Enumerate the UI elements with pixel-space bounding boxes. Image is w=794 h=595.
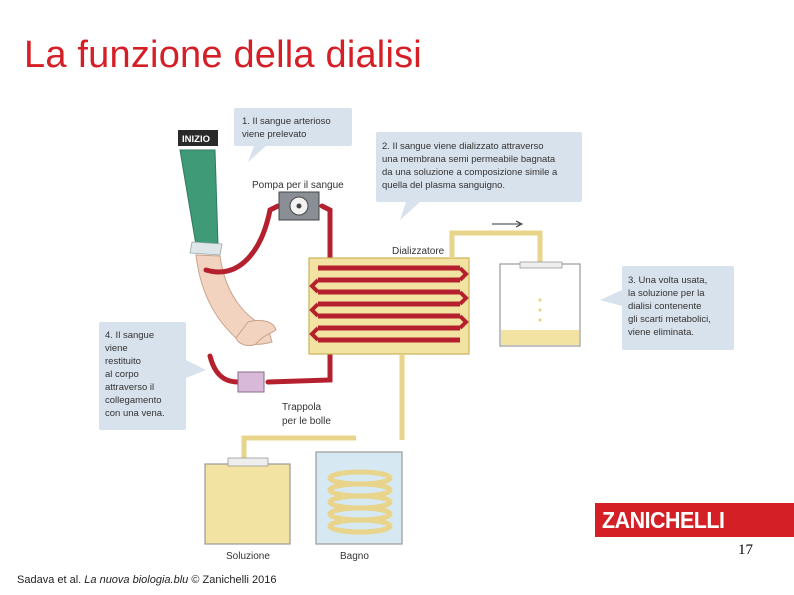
step-3-line-2: la soluzione per la <box>628 288 705 299</box>
step-4-line-7: con una vena. <box>105 408 165 419</box>
credit-book-title: La nuova biologia.blu <box>84 574 189 586</box>
callout-step-1: 1. Il sangue arterioso viene prelevato <box>234 108 352 162</box>
step-2-line-4: quella del plasma sanguigno. <box>382 180 505 191</box>
step-4-line-6: collegamento <box>105 395 162 406</box>
step-1-line-1: 1. Il sangue arterioso <box>242 116 331 127</box>
blood-pump <box>278 191 320 221</box>
step-3-line-5: viene eliminata. <box>628 327 694 338</box>
solution-label: Soluzione <box>226 551 270 562</box>
credit-authors: Sadava et al. <box>17 574 85 586</box>
step-3-line-3: dialisi contenente <box>628 301 701 312</box>
source-credit: Sadava et al. La nuova biologia.blu © Za… <box>17 574 276 586</box>
logo-text: ZANICHELLI <box>602 507 725 533</box>
bath-label: Bagno <box>340 551 369 562</box>
step-2-line-2: una membrana semi permeabile bagnata <box>382 154 556 165</box>
bath-container <box>315 451 403 545</box>
step-4-line-5: attraverso il <box>105 382 154 393</box>
dialyzer <box>308 257 470 355</box>
slide-title: La funzione della dialisi <box>24 34 422 76</box>
step-3-line-1: 3. Una volta usata, <box>628 275 707 286</box>
zanichelli-logo: ZANICHELLI <box>595 503 794 537</box>
dialyzer-label: Dializzatore <box>392 246 445 257</box>
solution-container <box>204 457 291 545</box>
step-2-line-1: 2. Il sangue viene dializzato attraverso <box>382 141 544 152</box>
waste-container <box>499 261 581 347</box>
step-1-line-2: viene prelevato <box>242 129 306 140</box>
step-4-line-2: viene <box>105 343 128 354</box>
trap-label-2: per le bolle <box>282 416 331 427</box>
pump-label: Pompa per il sangue <box>252 180 344 191</box>
callout-step-4: 4. Il sangue viene restituito al corpo a… <box>99 322 206 430</box>
credit-publisher: © Zanichelli 2016 <box>188 574 277 586</box>
step-4-line-3: restituito <box>105 356 141 367</box>
page-number: 17 <box>738 542 753 558</box>
step-4-line-1: 4. Il sangue <box>105 330 154 341</box>
callout-step-2: 2. Il sangue viene dializzato attraverso… <box>376 132 582 220</box>
trap-label-1: Trappola <box>282 402 322 413</box>
bubble-trap <box>237 371 265 393</box>
start-badge <box>178 130 218 146</box>
patient-arm <box>179 149 277 347</box>
step-4-line-4: al corpo <box>105 369 139 380</box>
start-label: INIZIO <box>182 134 210 145</box>
callout-step-3: 3. Una volta usata, la soluzione per la … <box>600 266 734 350</box>
step-2-line-3: da una soluzione a composizione simile a <box>382 167 558 178</box>
step-3-line-4: gli scarti metabolici, <box>628 314 711 325</box>
